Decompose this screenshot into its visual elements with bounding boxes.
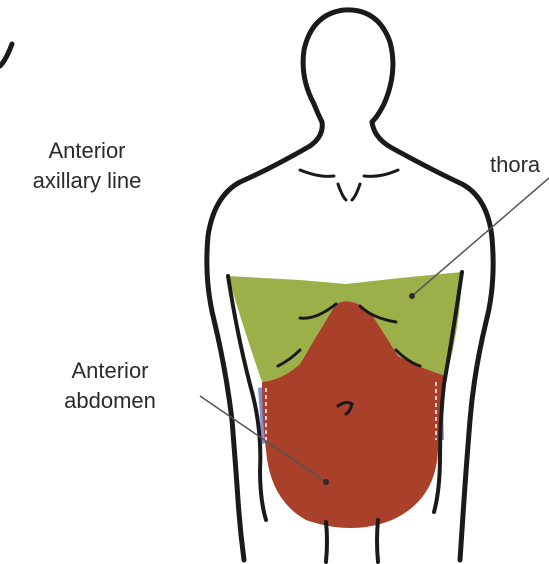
left-leg-line [326, 522, 327, 562]
abdomen-leader-dot [323, 479, 329, 485]
corner-arrow-fragment [0, 44, 12, 66]
sternal-notch-left [338, 184, 346, 200]
collar-line-right [364, 170, 398, 176]
label-anterior-axillary-line: Anterior axillary line [8, 136, 166, 196]
collar-line-left [300, 170, 334, 176]
label-abdomen-line-2: abdomen [40, 386, 180, 416]
sternal-notch-right [352, 184, 360, 200]
label-axillary-line-2: axillary line [8, 166, 166, 196]
thorax-leader-dot [409, 293, 415, 299]
thorax-leader-line [412, 178, 549, 296]
head-left-jaw [314, 104, 322, 122]
label-thorax: thora [490, 150, 540, 180]
label-anterior-abdomen: Anterior abdomen [40, 356, 180, 416]
label-abdomen-line-1: Anterior [40, 356, 180, 386]
right-leg-line [377, 520, 378, 562]
label-axillary-line-1: Anterior [8, 136, 166, 166]
